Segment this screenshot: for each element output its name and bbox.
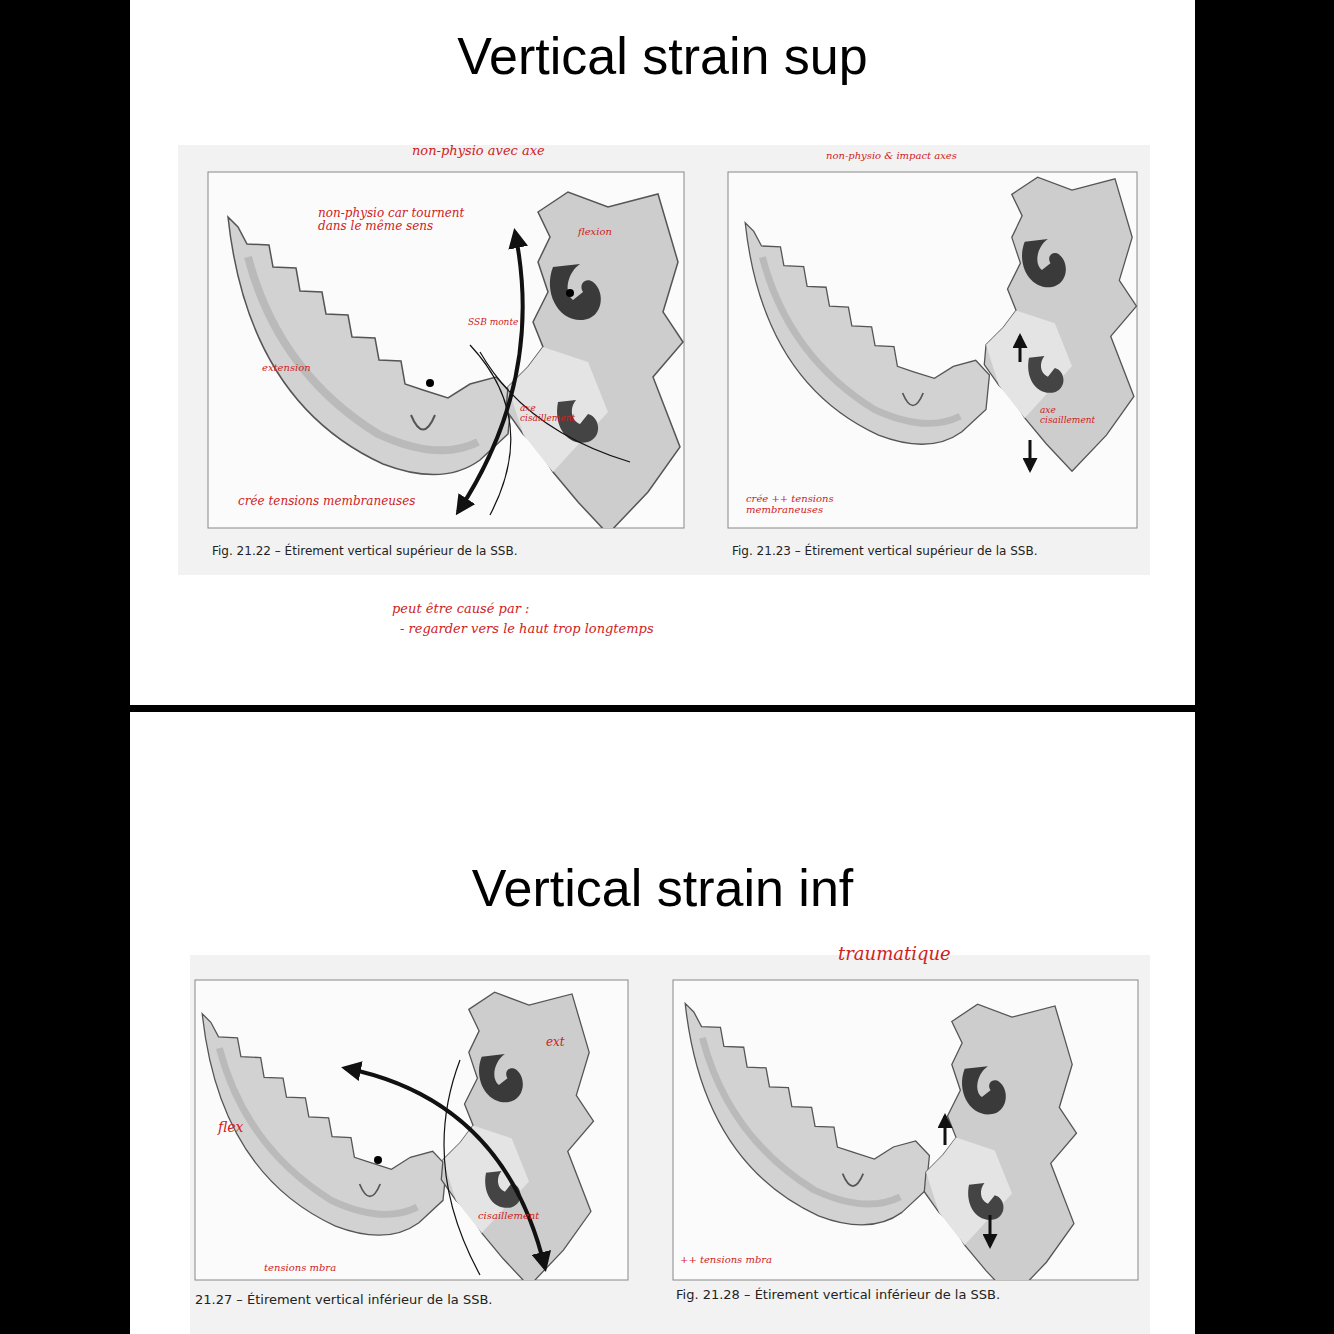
handwritten-note: axe cisaillement: [520, 404, 582, 424]
handwritten-note: ++ tensions mbra: [680, 1254, 772, 1265]
figure-21-23: [745, 177, 1136, 471]
rotation-arc: [470, 345, 511, 515]
handwritten-note: non-physio avec axe: [412, 144, 545, 158]
figure-caption: Fig. 21.23 – Étirement vertical supérieu…: [732, 545, 1037, 558]
occiput-bone: [228, 217, 512, 475]
rotation-arc: [444, 1060, 480, 1275]
handwritten-note: flex: [218, 1120, 244, 1135]
occiput-bone: [745, 223, 989, 445]
handwritten-note: ext: [546, 1036, 565, 1049]
strain-arrow: [458, 232, 523, 512]
handwritten-note: tensions mbra: [264, 1262, 336, 1273]
handwritten-note: peut être causé par :: [392, 602, 529, 616]
figure-21-27: [202, 992, 593, 1280]
handwritten-note: SSB monte: [468, 318, 518, 328]
sphenoid-bone: [924, 1004, 1076, 1280]
slide-title: Vertical strain sup: [130, 28, 1195, 85]
sphenoid-bone: [984, 177, 1136, 471]
shift-arrow: [1029, 440, 1032, 470]
rotation-arc: [480, 352, 630, 462]
figure-caption: Fig. 21.28 – Étirement vertical inférieu…: [676, 1288, 1000, 1302]
handwritten-note: axe cisaillement: [1040, 406, 1102, 426]
handwritten-note: non-physio & impact axes: [826, 150, 957, 161]
figure-caption: 21.27 – Étirement vertical inférieur de …: [195, 1293, 492, 1307]
occiput-bone: [202, 1014, 446, 1236]
scanned-page: [178, 145, 1150, 575]
strain-arrow: [345, 1068, 545, 1268]
slide-panel: [130, 0, 1195, 705]
figure-caption: Fig. 21.22 – Étirement vertical supérieu…: [212, 545, 517, 558]
handwritten-note: traumatique: [838, 944, 951, 964]
sphenoid-bone: [441, 992, 593, 1280]
axis-dot: [426, 379, 434, 387]
shift-arrow: [944, 1116, 947, 1145]
handwritten-note: crée ++ tensions membraneuses: [746, 493, 856, 515]
slide-title: Vertical strain inf: [130, 860, 1195, 917]
figure-21-28: [685, 1003, 1076, 1280]
handwritten-note: flexion: [578, 226, 612, 237]
shift-arrow: [1019, 336, 1022, 362]
axis-dot: [374, 1156, 382, 1164]
figure-21-22: [228, 192, 683, 528]
scanned-page: [190, 955, 1150, 1334]
sphenoid-bone: [506, 192, 683, 528]
handwritten-note: cisaillement: [478, 1210, 539, 1221]
handwritten-note: crée tensions membraneuses: [238, 495, 415, 508]
occiput-bone: [685, 1003, 929, 1225]
handwritten-note: extension: [262, 362, 311, 373]
handwritten-note: - regarder vers le haut trop longtemps: [400, 622, 654, 636]
figure-frame: [728, 172, 1137, 528]
axis-dot: [566, 289, 574, 297]
slide-panel: [130, 712, 1195, 1334]
shift-arrow: [989, 1215, 992, 1246]
handwritten-note: non-physio car tournent dans le même sen…: [318, 207, 483, 233]
